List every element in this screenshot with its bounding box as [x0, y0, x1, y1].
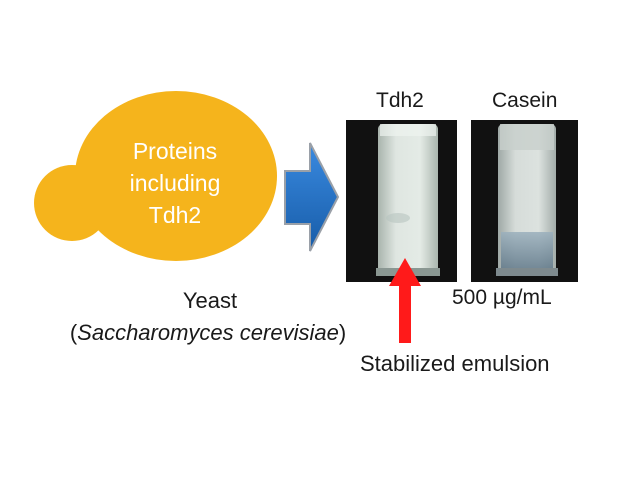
blue-arrow-icon [284, 142, 340, 252]
concentration-label: 500 µg/mL [452, 286, 552, 309]
yeast-cell [34, 91, 277, 261]
red-arrow-icon [389, 258, 421, 343]
tube-photo-tdh2 [346, 120, 457, 282]
yeast-label: Yeast [182, 288, 238, 313]
yeast-cell-line-3: Tdh2 [148, 202, 202, 228]
yeast-body [75, 91, 277, 261]
yeast-species-name: Saccharomyces cerevisiae [77, 320, 339, 345]
yeast-cell-text: Proteins including Tdh2 [90, 135, 260, 231]
species-open-paren: ( [69, 320, 78, 345]
tube-label-tdh2: Tdh2 [376, 89, 424, 112]
yeast-cell-line-2: including [129, 170, 221, 196]
species-close-paren: ) [338, 320, 347, 345]
tube-photo-casein [471, 120, 578, 282]
yeast-species-label: (Saccharomyces cerevisiae) [18, 318, 398, 348]
tube-label-casein: Casein [492, 89, 558, 112]
yeast-cell-line-1: Proteins [132, 138, 218, 164]
result-label: Stabilized emulsion [360, 351, 550, 376]
